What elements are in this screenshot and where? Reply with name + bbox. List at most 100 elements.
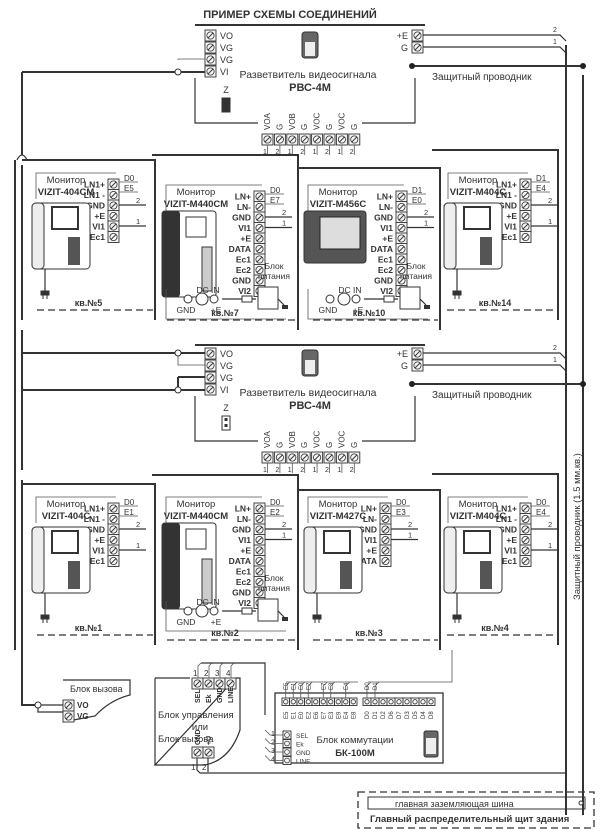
terminal-label: E5 xyxy=(284,711,290,719)
e-terminal xyxy=(341,697,350,706)
jumper-label: Z xyxy=(223,85,229,95)
wire-number: 2 xyxy=(136,520,140,529)
terminal-label: LN1 - xyxy=(496,514,517,524)
e-terminal xyxy=(334,697,343,706)
apartment-wall xyxy=(298,489,441,650)
plug-icon xyxy=(40,290,50,299)
monitor-terminal xyxy=(519,502,532,515)
monitor-outline xyxy=(35,496,116,523)
wire-number: 1 xyxy=(424,219,428,228)
wire xyxy=(177,58,205,60)
splitter-output-terminal xyxy=(323,451,336,464)
splitter-input-terminal xyxy=(204,53,217,66)
monitor-icon xyxy=(303,526,363,594)
terminal-label: VI xyxy=(220,385,229,395)
control-power-terminal xyxy=(191,746,204,759)
screw-icon xyxy=(404,699,410,705)
bus-wire xyxy=(265,193,284,205)
monitor-terminal xyxy=(379,523,392,536)
terminal-label: LN1+ xyxy=(496,504,517,514)
screw-icon xyxy=(284,732,290,738)
splitter-output-terminal xyxy=(335,451,348,464)
terminal-label: VI1 xyxy=(364,535,377,545)
d-terminal xyxy=(402,697,412,706)
wire-tag: E4 xyxy=(536,184,546,193)
monitor-terminal xyxy=(253,502,266,515)
power-terminal xyxy=(411,41,424,54)
d-terminal xyxy=(378,697,388,706)
monitor-terminal xyxy=(107,189,120,201)
dc-plus-label: +E xyxy=(353,305,364,315)
wire-number: 2 xyxy=(350,467,354,474)
apartment-wall xyxy=(432,149,559,320)
terminal-label: D5 xyxy=(413,711,419,719)
plug-icon xyxy=(312,614,322,623)
power-terminal xyxy=(411,359,424,372)
wire xyxy=(292,681,298,698)
apartment-wall xyxy=(22,159,156,320)
splitter-output-terminal xyxy=(298,451,311,464)
terminal-label: G xyxy=(350,124,359,130)
monitor-model: VIZIT-404CM xyxy=(38,187,95,198)
wire-number: 2 xyxy=(548,196,552,205)
main-panel-label: Главный распределительный щит здания xyxy=(370,814,569,825)
terminal-label: VO xyxy=(220,349,233,359)
ground-node-icon xyxy=(580,63,586,69)
terminal-label: DATA xyxy=(229,244,251,254)
power-wire xyxy=(423,352,567,360)
terminal-label: Ec2 xyxy=(236,577,251,587)
e-terminal xyxy=(326,697,335,706)
splitter-output-terminal xyxy=(348,133,361,146)
terminal-label: VI1 xyxy=(238,223,251,233)
terminal-label: GND xyxy=(358,525,377,535)
terminal-label: Ec2 xyxy=(378,265,393,275)
monitor-outline xyxy=(35,172,116,199)
splitter-frame xyxy=(194,396,416,442)
wire-number: 3 xyxy=(215,669,220,678)
screw-icon xyxy=(380,699,386,705)
wire-tag: E4 xyxy=(344,682,350,690)
ground-label: Защитный проводник xyxy=(432,72,532,83)
jumper-icon xyxy=(221,97,231,113)
splitter-output-terminal xyxy=(261,133,274,146)
dc-gnd-label: GND xyxy=(177,305,196,315)
wire-tag: D1 xyxy=(373,682,379,690)
apartment-label: кв.№14 xyxy=(479,298,512,308)
terminal-label: E9 xyxy=(337,711,343,719)
monitor-terminal xyxy=(519,513,532,525)
screw-icon xyxy=(396,699,402,705)
e-terminal xyxy=(319,697,328,706)
wire-tag: E7 xyxy=(321,682,327,690)
terminal-label: Ec1 xyxy=(502,232,517,242)
monitor-outline xyxy=(165,289,286,320)
screw-icon xyxy=(313,699,319,705)
terminal-label: LN1 - xyxy=(84,514,105,524)
control-block-title: или xyxy=(192,722,208,733)
screw-icon xyxy=(320,699,326,705)
terminal-label: Ec1 xyxy=(90,556,105,566)
terminal-label: E8 xyxy=(352,711,358,719)
wire-number: 4 xyxy=(271,757,275,764)
monitor-outline xyxy=(307,289,428,320)
wire-number: 1 xyxy=(263,149,267,156)
wire-number: 1 xyxy=(288,149,292,156)
terminal-label: VOB xyxy=(288,431,297,448)
video-wire xyxy=(265,528,292,541)
monitor-caption: Монитор xyxy=(47,499,86,510)
wire-number: 2 xyxy=(553,27,557,34)
wire xyxy=(345,681,351,698)
splitter-output-terminal xyxy=(311,133,324,146)
terminal-label: G xyxy=(300,124,309,130)
monitor-model: VIZIT-M404C xyxy=(450,187,507,198)
terminal-label: LN- xyxy=(363,514,377,524)
video-wire xyxy=(407,216,434,229)
wire-number: 2 xyxy=(136,196,140,205)
terminal-label: VOC xyxy=(337,112,346,130)
terminal-label: E7 xyxy=(322,711,328,719)
screw-icon xyxy=(284,740,290,747)
wire-number: 1 xyxy=(282,531,286,540)
wire xyxy=(177,353,205,366)
terminal-label: +U xyxy=(206,736,213,745)
